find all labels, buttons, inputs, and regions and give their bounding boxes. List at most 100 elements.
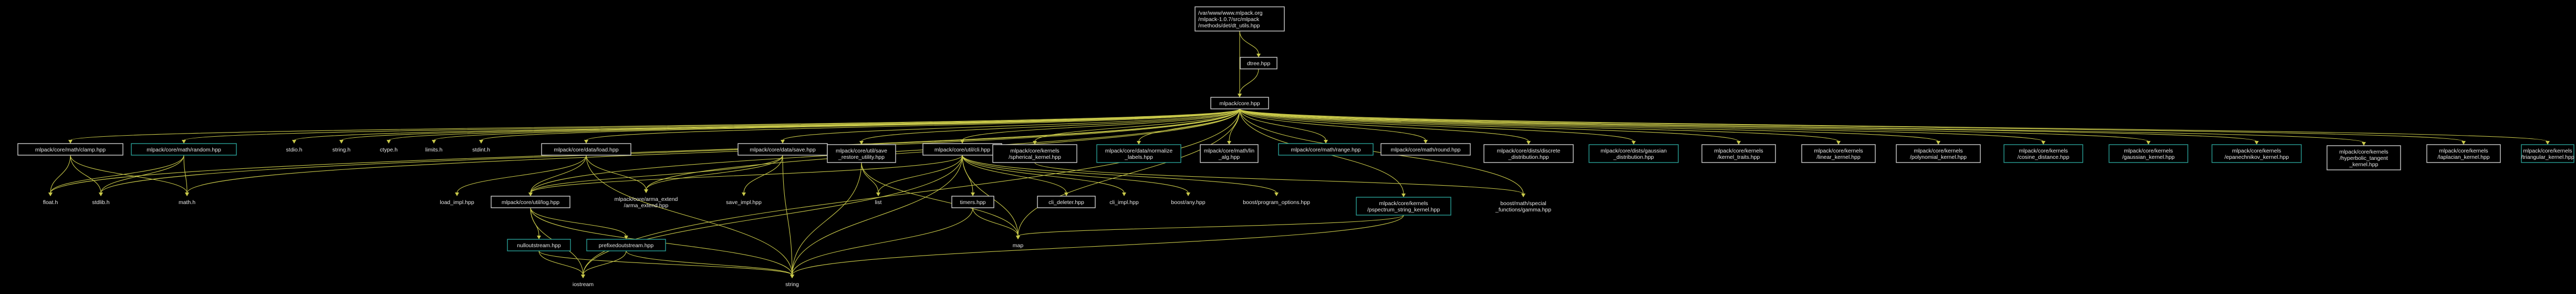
edge-layer [48,31,2550,278]
node-gaussiankernel[interactable]: mlpack/core/kernels/gaussian_kernel.hpp [2108,144,2188,163]
edge-save-to-save_impl [743,155,783,194]
edge-core-to-mathh [186,108,1240,194]
node-stdioh: stdio.h [286,147,303,153]
node-epanechnikov[interactable]: mlpack/core/kernels/epanechnikov_kernel.… [2211,144,2302,163]
arrowhead-cli-to-boost_po [1274,192,1279,196]
node-cosine[interactable]: mlpack/core/kernels/cosine_distance.hpp [2003,144,2083,163]
node-spherical[interactable]: mlpack/core/kernels/spherical_kernel.hpp [992,144,1077,163]
node-label: prefixedoutstream.hpp [599,242,654,249]
node-lin_alg[interactable]: mlpack/core/math/lin_alg.hpp [1200,144,1259,163]
arrowhead-core-to-saverestore [859,141,864,145]
node-laplacian[interactable]: mlpack/core/kernels/laplacian_kernel.hpp [2426,144,2501,163]
node-log[interactable]: mlpack/core/util/log.hpp [491,196,570,208]
arrowhead-cli-to-list [876,192,880,196]
arrowhead-random-to-mathh [185,192,189,196]
node-label: dtree.hpp [1247,60,1271,67]
edge-core-to-round [1239,108,1426,141]
edge-core-to-cli [962,108,1240,141]
arrowhead-core-to-save [781,140,785,144]
node-label: /polynomial_kernel.hpp [1910,154,1967,160]
node-label: mlpack/core/kernels [1714,148,1763,154]
node-label: mlpack/core/kernels [2339,149,2388,155]
edge-nulloutstream-to-iostream [538,250,584,276]
node-label: _functions/gamma.hpp [1495,207,1551,213]
node-box [131,143,237,156]
node-saverestore[interactable]: mlpack/core/util/save_restore_utility.hp… [827,144,896,163]
node-stdinth: stdint.h [472,147,490,153]
node-gaussiandist[interactable]: mlpack/core/dists/gaussian_distribution.… [1588,144,1679,163]
node-cli[interactable]: mlpack/core/util/cli.hpp [922,143,1002,156]
node-nulloutstream[interactable]: nulloutstream.hpp [507,239,571,251]
node-x_datatar[interactable]: cli_deleter.hpp [1037,196,1096,208]
node-label: mlpack/core/data/load.hpp [554,147,618,153]
node-label: mlpack/core/math/lin [1204,148,1254,154]
edge-saverestore-to-string [792,162,862,276]
node-root[interactable]: /var/www/www.mlpack.org/mlpack-1.0.7/src… [1194,6,1285,32]
arrowhead-core-to-triangular [2546,141,2550,145]
node-random[interactable]: mlpack/core/math/random.hpp [131,143,237,156]
node-box [586,239,666,251]
node-label: mlpack/core/kernels [1010,148,1059,154]
node-box [992,144,1077,163]
node-box [1483,144,1574,163]
edge-timers-to-string [792,207,973,276]
edge-core-to-gaussiandist [1239,108,1634,142]
node-timers[interactable]: timers.hpp [951,196,994,208]
node-load_impl: load_impl.hpp [440,199,474,206]
node-load[interactable]: mlpack/core/data/load.hpp [541,143,631,156]
node-box [1896,144,1981,163]
node-polynomial[interactable]: mlpack/core/kernels/polynomial_kernel.hp… [1896,144,1981,163]
node-label: timers.hpp [960,199,985,206]
node-box [2108,144,2188,163]
edge-pspectrum-to-map [1017,215,1404,237]
edge-core-to-hyperbolic [1239,108,2364,143]
node-box [1801,144,1876,163]
node-save[interactable]: mlpack/core/data/save.hpp [738,143,828,156]
node-arma_extend: mlpack/core/arma_extend/arma_extend.hpp [615,196,678,209]
edge-load-to-log [530,155,587,194]
node-label: float.h [43,199,58,206]
edge-core-to-iostream [583,108,1240,276]
edge-cli-to-boost_any [962,155,1189,194]
edge-core-to-stdinth [481,108,1240,141]
arrowhead-core-to-lin_alg [1227,141,1231,145]
node-save_impl: save_impl.hpp [726,199,762,206]
node-map: map [1013,242,1024,249]
node-prefixed[interactable]: prefixedoutstream.hpp [586,239,666,251]
node-box [1210,97,1269,109]
node-label: mlpack/core/math/round.hpp [1390,147,1460,153]
arrowhead-core-to-stdioh [292,140,296,144]
node-kernel_traits[interactable]: mlpack/core/kernels/kernel_traits.hpp [1701,144,1776,163]
node-core[interactable]: mlpack/core.hpp [1210,97,1269,109]
node-hyperbolic[interactable]: mlpack/core/kernels/hyperbolic_tangent_k… [2326,145,2401,170]
node-dtree[interactable]: dtree.hpp [1240,57,1277,69]
arrowhead-core-to-cosine [2041,141,2045,145]
node-label: _kernel.hpp [2349,161,2378,168]
node-label: /epanechnikov_kernel.hpp [2225,154,2289,160]
node-label: _labels.hpp [1124,154,1153,160]
edge-pspectrum-to-string [792,215,1404,276]
node-box [2003,144,2083,163]
node-triangular[interactable]: mlpack/core/kernels/triangular_kernel.hp… [2521,144,2574,163]
node-linear[interactable]: mlpack/core/kernels/linear_kernel.hpp [1801,144,1876,163]
node-discrete[interactable]: mlpack/core/dists/discrete_distribution.… [1483,144,1574,163]
node-clamp[interactable]: mlpack/core/math/clamp.hpp [17,143,123,156]
edge-prefixed-to-iostream [583,250,627,276]
node-range[interactable]: mlpack/core/math/range.hpp [1278,143,1374,156]
edge-timers-to-map [972,207,1019,237]
node-box [1096,144,1181,163]
node-label: /spherical_kernel.hpp [1009,154,1061,160]
node-label: ctype.h [380,147,398,153]
node-label: stdlib.h [92,199,109,206]
node-label: /linear_kernel.hpp [1816,154,1861,160]
edge-clamp-to-mathh [70,155,188,194]
edge-core-to-load [586,108,1240,141]
node-normalize[interactable]: mlpack/core/data/normalize_labels.hpp [1096,144,1181,163]
node-round[interactable]: mlpack/core/math/round.hpp [1380,143,1471,156]
arrowhead-core-to-kernel_traits [1737,141,1741,145]
node-mathh: math.h [179,199,195,206]
node-pspectrum[interactable]: mlpack/core/kernels/pspectrum_string_ker… [1356,197,1451,216]
node-box [1356,197,1451,216]
node-string: string [785,281,799,288]
